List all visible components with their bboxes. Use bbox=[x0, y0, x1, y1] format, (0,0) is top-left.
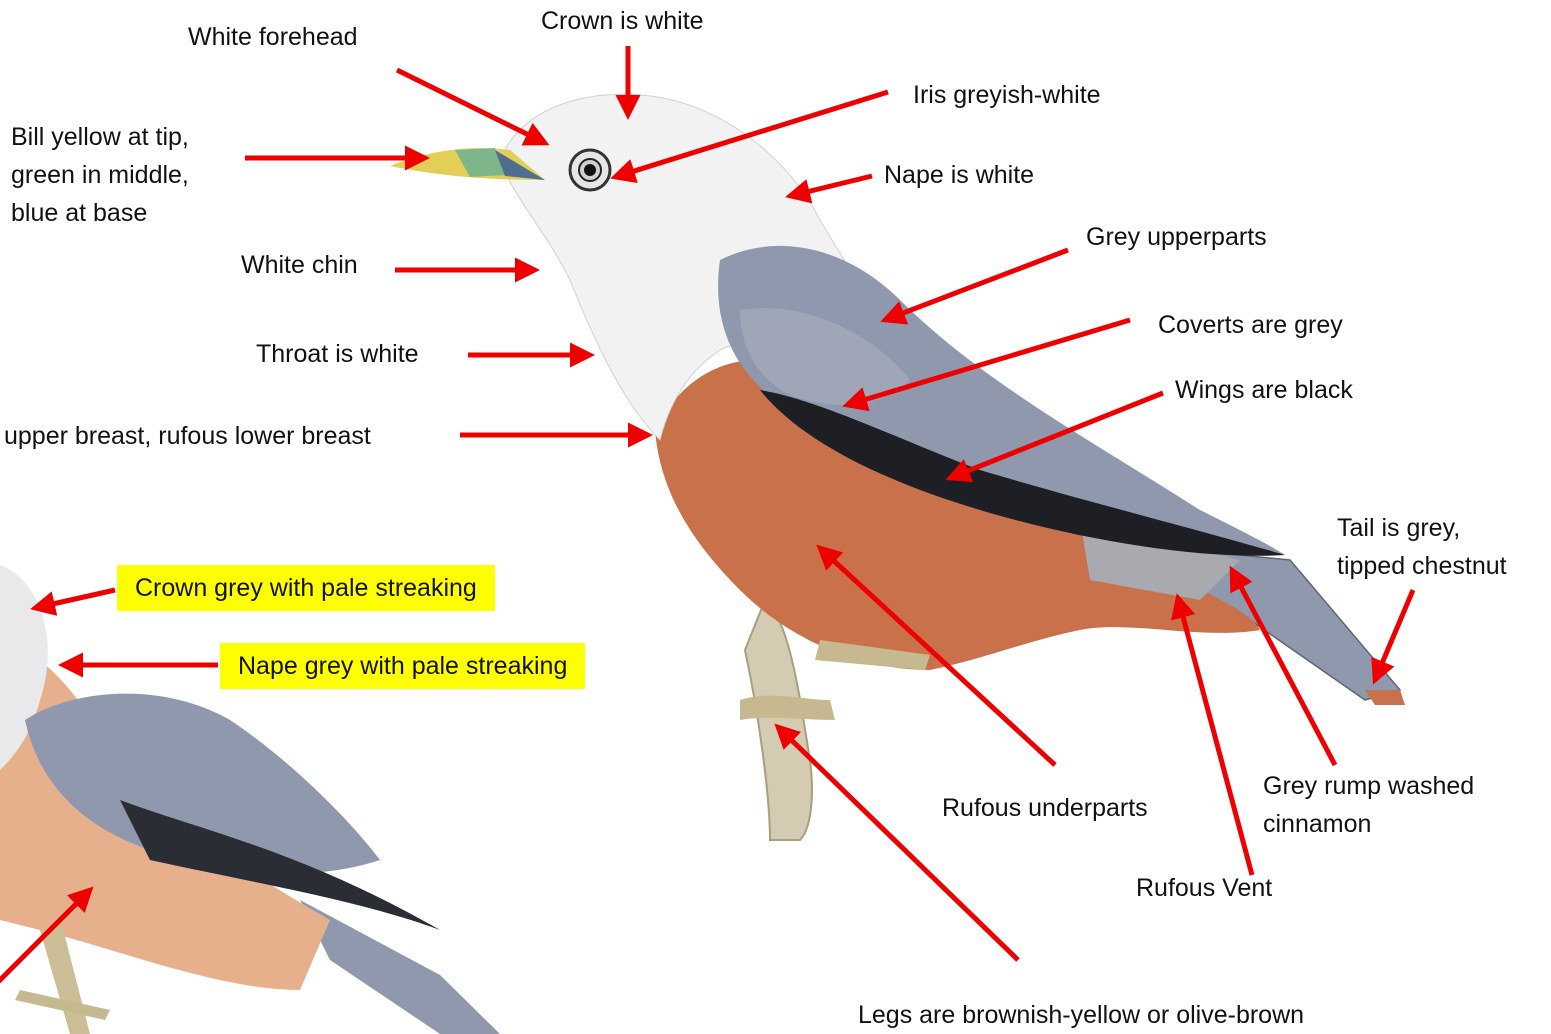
label-bill-line2: green in middle, bbox=[11, 156, 189, 194]
foot bbox=[740, 696, 835, 720]
label-white-forehead: White forehead bbox=[188, 18, 358, 56]
main-bird bbox=[390, 94, 1405, 840]
arrow-white-forehead bbox=[397, 70, 545, 143]
tail-tip bbox=[1365, 690, 1405, 705]
arrow-crown-grey bbox=[35, 590, 115, 608]
label-crown-grey: Crown grey with pale streaking bbox=[117, 565, 495, 611]
second-bird bbox=[0, 565, 500, 1034]
label-rump-line1: Grey rump washed bbox=[1263, 767, 1474, 805]
label-nape-white: Nape is white bbox=[884, 156, 1034, 194]
label-rufous-underparts: Rufous underparts bbox=[942, 789, 1148, 827]
eye-pupil bbox=[584, 164, 596, 176]
arrow-tail bbox=[1375, 590, 1413, 680]
label-legs: Legs are brownish-yellow or olive-brown bbox=[858, 996, 1304, 1034]
label-bill-line3: blue at base bbox=[11, 194, 147, 232]
label-grey-upperparts: Grey upperparts bbox=[1086, 218, 1267, 256]
label-breast: upper breast, rufous lower breast bbox=[4, 417, 371, 455]
label-tail-line1: Tail is grey, bbox=[1337, 509, 1460, 547]
arrow-vent bbox=[1178, 598, 1252, 875]
label-bill-line1: Bill yellow at tip, bbox=[11, 118, 189, 156]
label-throat: Throat is white bbox=[256, 335, 419, 373]
arrow-legs bbox=[778, 727, 1018, 960]
arrow-nape-white bbox=[790, 176, 872, 196]
label-rufous-vent: Rufous Vent bbox=[1136, 869, 1272, 907]
label-nape-grey: Nape grey with pale streaking bbox=[220, 643, 585, 689]
label-iris: Iris greyish-white bbox=[913, 76, 1101, 114]
label-white-chin: White chin bbox=[241, 246, 358, 284]
label-wings: Wings are black bbox=[1175, 371, 1353, 409]
arrow-grey-upperparts bbox=[885, 250, 1068, 320]
label-crown-white: Crown is white bbox=[541, 2, 704, 40]
second-bird-tail bbox=[300, 900, 500, 1034]
label-rump-line2: cinnamon bbox=[1263, 805, 1371, 843]
label-coverts: Coverts are grey bbox=[1158, 306, 1343, 344]
label-tail-line2: tipped chestnut bbox=[1337, 547, 1507, 585]
